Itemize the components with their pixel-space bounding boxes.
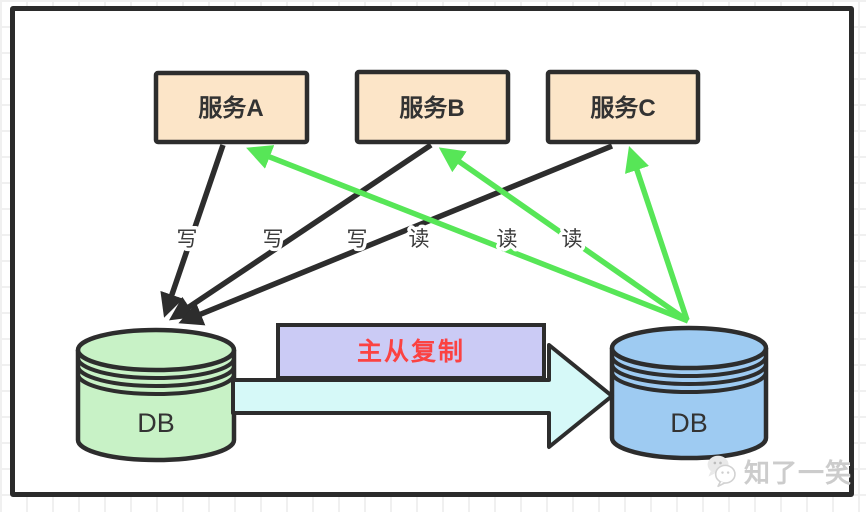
db-replica-label: DB bbox=[670, 408, 708, 438]
write-arrows bbox=[160, 142, 614, 326]
read-arrow-b bbox=[438, 147, 690, 324]
write-label-1: 写 bbox=[177, 228, 198, 251]
service-node-a: 服务A bbox=[153, 70, 310, 145]
read-label-3: 读 bbox=[562, 228, 583, 251]
service-box-a bbox=[153, 70, 310, 145]
db-replica-disk-line bbox=[610, 363, 768, 386]
db-master-label: DB bbox=[137, 408, 175, 438]
read-arrows bbox=[246, 145, 690, 324]
db-master-disk-line bbox=[76, 373, 236, 396]
db-replica: DB bbox=[609, 325, 769, 461]
service-box-c bbox=[545, 69, 701, 145]
replication-node: 主从复制 bbox=[276, 323, 546, 380]
db-master-body bbox=[75, 350, 237, 463]
write-arrow-b bbox=[168, 142, 433, 321]
db-replica-body bbox=[609, 348, 769, 461]
flow-labels: 写 写 写 读 读 读 bbox=[173, 225, 586, 255]
db-master-top bbox=[75, 327, 237, 373]
service-node-b: 服务B bbox=[354, 69, 511, 145]
db-replica-disk-line bbox=[610, 371, 768, 394]
read-label-1: 读 bbox=[409, 228, 430, 251]
write-label-3: 写 bbox=[347, 228, 368, 251]
write-label-2: 写 bbox=[263, 228, 284, 251]
db-master-disk-line bbox=[76, 365, 236, 388]
read-arrow-c bbox=[624, 145, 690, 321]
read-arrow-a bbox=[246, 145, 690, 324]
service-box-b bbox=[354, 69, 511, 145]
service-node-c: 服务C bbox=[545, 69, 701, 145]
db-master: DB bbox=[75, 327, 237, 463]
db-replica-disk-line bbox=[610, 355, 768, 378]
service-label-c: 服务C bbox=[590, 94, 655, 122]
write-arrow-c bbox=[178, 143, 614, 326]
write-arrow-a bbox=[160, 144, 226, 318]
replication-box bbox=[276, 323, 546, 380]
read-label-2: 读 bbox=[497, 228, 518, 251]
service-label-a: 服务A bbox=[198, 94, 263, 122]
service-label-b: 服务B bbox=[399, 94, 464, 122]
db-replica-top bbox=[609, 325, 769, 371]
replication-label: 主从复制 bbox=[357, 337, 465, 366]
replication-arrow bbox=[231, 343, 614, 449]
db-master-disk-line bbox=[76, 357, 236, 380]
